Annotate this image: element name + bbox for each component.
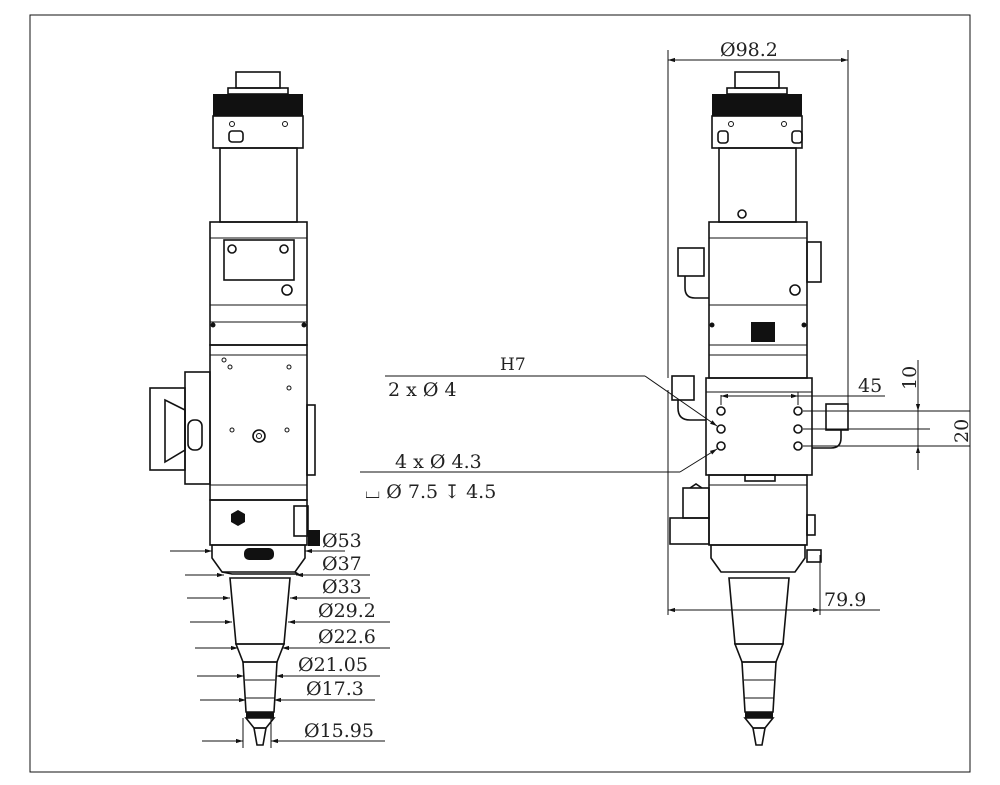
dim-diameter-53: Ø53 — [322, 530, 362, 552]
dim-overall-width: Ø98.2 — [720, 39, 778, 61]
dim-screw-holes: 4 x Ø 4.3 — [395, 451, 482, 473]
dim-diameter-22-6: Ø22.6 — [318, 626, 376, 648]
dim-diameter-21-05: Ø21.05 — [298, 654, 368, 676]
dim-hole-spacing-10: 10 — [899, 366, 921, 390]
left-view-dimension-lines — [170, 548, 390, 748]
left-view-cutting-head — [149, 71, 320, 746]
dim-diameter-33: Ø33 — [322, 576, 362, 598]
dim-hole-spacing-20: 20 — [951, 419, 973, 443]
dim-diameter-29-2: Ø29.2 — [318, 600, 376, 622]
right-view-cutting-head — [669, 71, 849, 746]
dim-diameter-15-95: Ø15.95 — [304, 720, 374, 742]
dim-hole-spacing-45: 45 — [858, 375, 882, 397]
dim-hole-spec: 2 x Ø 4 — [388, 379, 457, 401]
dim-hole-fit: H7 — [500, 355, 526, 375]
dim-depth-79-9: 79.9 — [824, 589, 866, 611]
drawing-border — [29, 14, 971, 773]
right-view-dimension-lines — [360, 50, 970, 615]
dim-diameter-17-3: Ø17.3 — [306, 678, 364, 700]
dim-counterbore: ⌴ Ø 7.5 ↧ 4.5 — [365, 481, 496, 503]
dim-diameter-37: Ø37 — [322, 553, 362, 575]
